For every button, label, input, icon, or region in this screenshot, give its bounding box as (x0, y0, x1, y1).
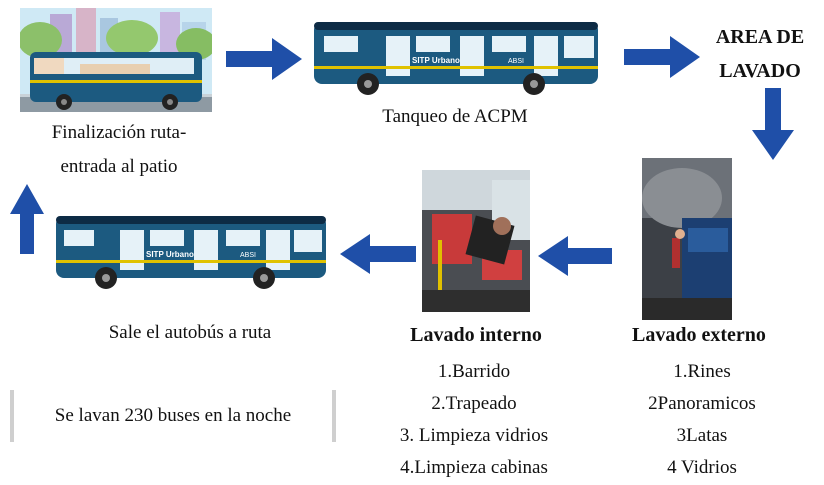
lavado-interno-photo (422, 170, 530, 312)
svg-text:ABSI: ABSI (240, 252, 256, 259)
arrow-up (10, 184, 44, 254)
lavado-externo-item: 3Latas (676, 425, 728, 446)
lavado-interno-item: 1.Barrido (437, 361, 511, 382)
note-box: Se lavan 230 buses en la noche (10, 390, 336, 442)
lavado-interno-item: 2.Trapeado (431, 393, 517, 414)
arrow-right-1 (226, 38, 302, 80)
caption-finalizacion-line2: entrada al patio (60, 156, 178, 177)
svg-text:ABSI: ABSI (508, 58, 524, 65)
caption-finalizacion: Finalización ruta- entrada al patio (14, 120, 224, 180)
area-lavado-label: AREA DE LAVADO (700, 20, 820, 88)
caption-tanqueo: Tanqueo de ACPM (382, 106, 528, 127)
area-lavado-line2: LAVADO (719, 60, 801, 82)
bus-sale-image: SITP Urbano ABSI (54, 210, 330, 290)
area-lavado-line1: AREA DE (715, 26, 805, 48)
lavado-interno-item: 4.Limpieza cabinas (400, 457, 548, 478)
svg-text:SITP Urbano: SITP Urbano (146, 250, 194, 259)
lavado-externo-title: Lavado externo (632, 324, 766, 346)
caption-finalizacion-line1: Finalización ruta- (51, 122, 187, 143)
lavado-externo-item: 1.Rines (673, 361, 731, 382)
lavado-externo-list: 1.Rines 2Panoramicos 3Latas 4 Vidrios (612, 356, 792, 484)
bus-street-scene-image (20, 8, 212, 112)
lavado-interno-title: Lavado interno (410, 324, 542, 346)
lavado-interno-item: 3. Limpieza vidrios (399, 425, 549, 446)
caption-sale: Sale el autobús a ruta (108, 322, 272, 343)
lavado-externo-item: 4 Vidrios (667, 457, 737, 478)
arrow-right-2 (624, 36, 700, 78)
arrow-down (752, 88, 794, 160)
arrow-left-1 (538, 236, 612, 276)
bus-tanqueo-image: SITP Urbano ABSI (312, 16, 602, 96)
arrow-left-2 (340, 234, 416, 274)
svg-text:SITP Urbano: SITP Urbano (412, 56, 460, 65)
lavado-interno-list: 1.Barrido 2.Trapeado 3. Limpieza vidrios… (366, 356, 582, 484)
note-text: Se lavan 230 buses en la noche (54, 405, 292, 426)
lavado-externo-photo (642, 158, 732, 320)
lavado-externo-item: 2Panoramicos (648, 393, 756, 414)
